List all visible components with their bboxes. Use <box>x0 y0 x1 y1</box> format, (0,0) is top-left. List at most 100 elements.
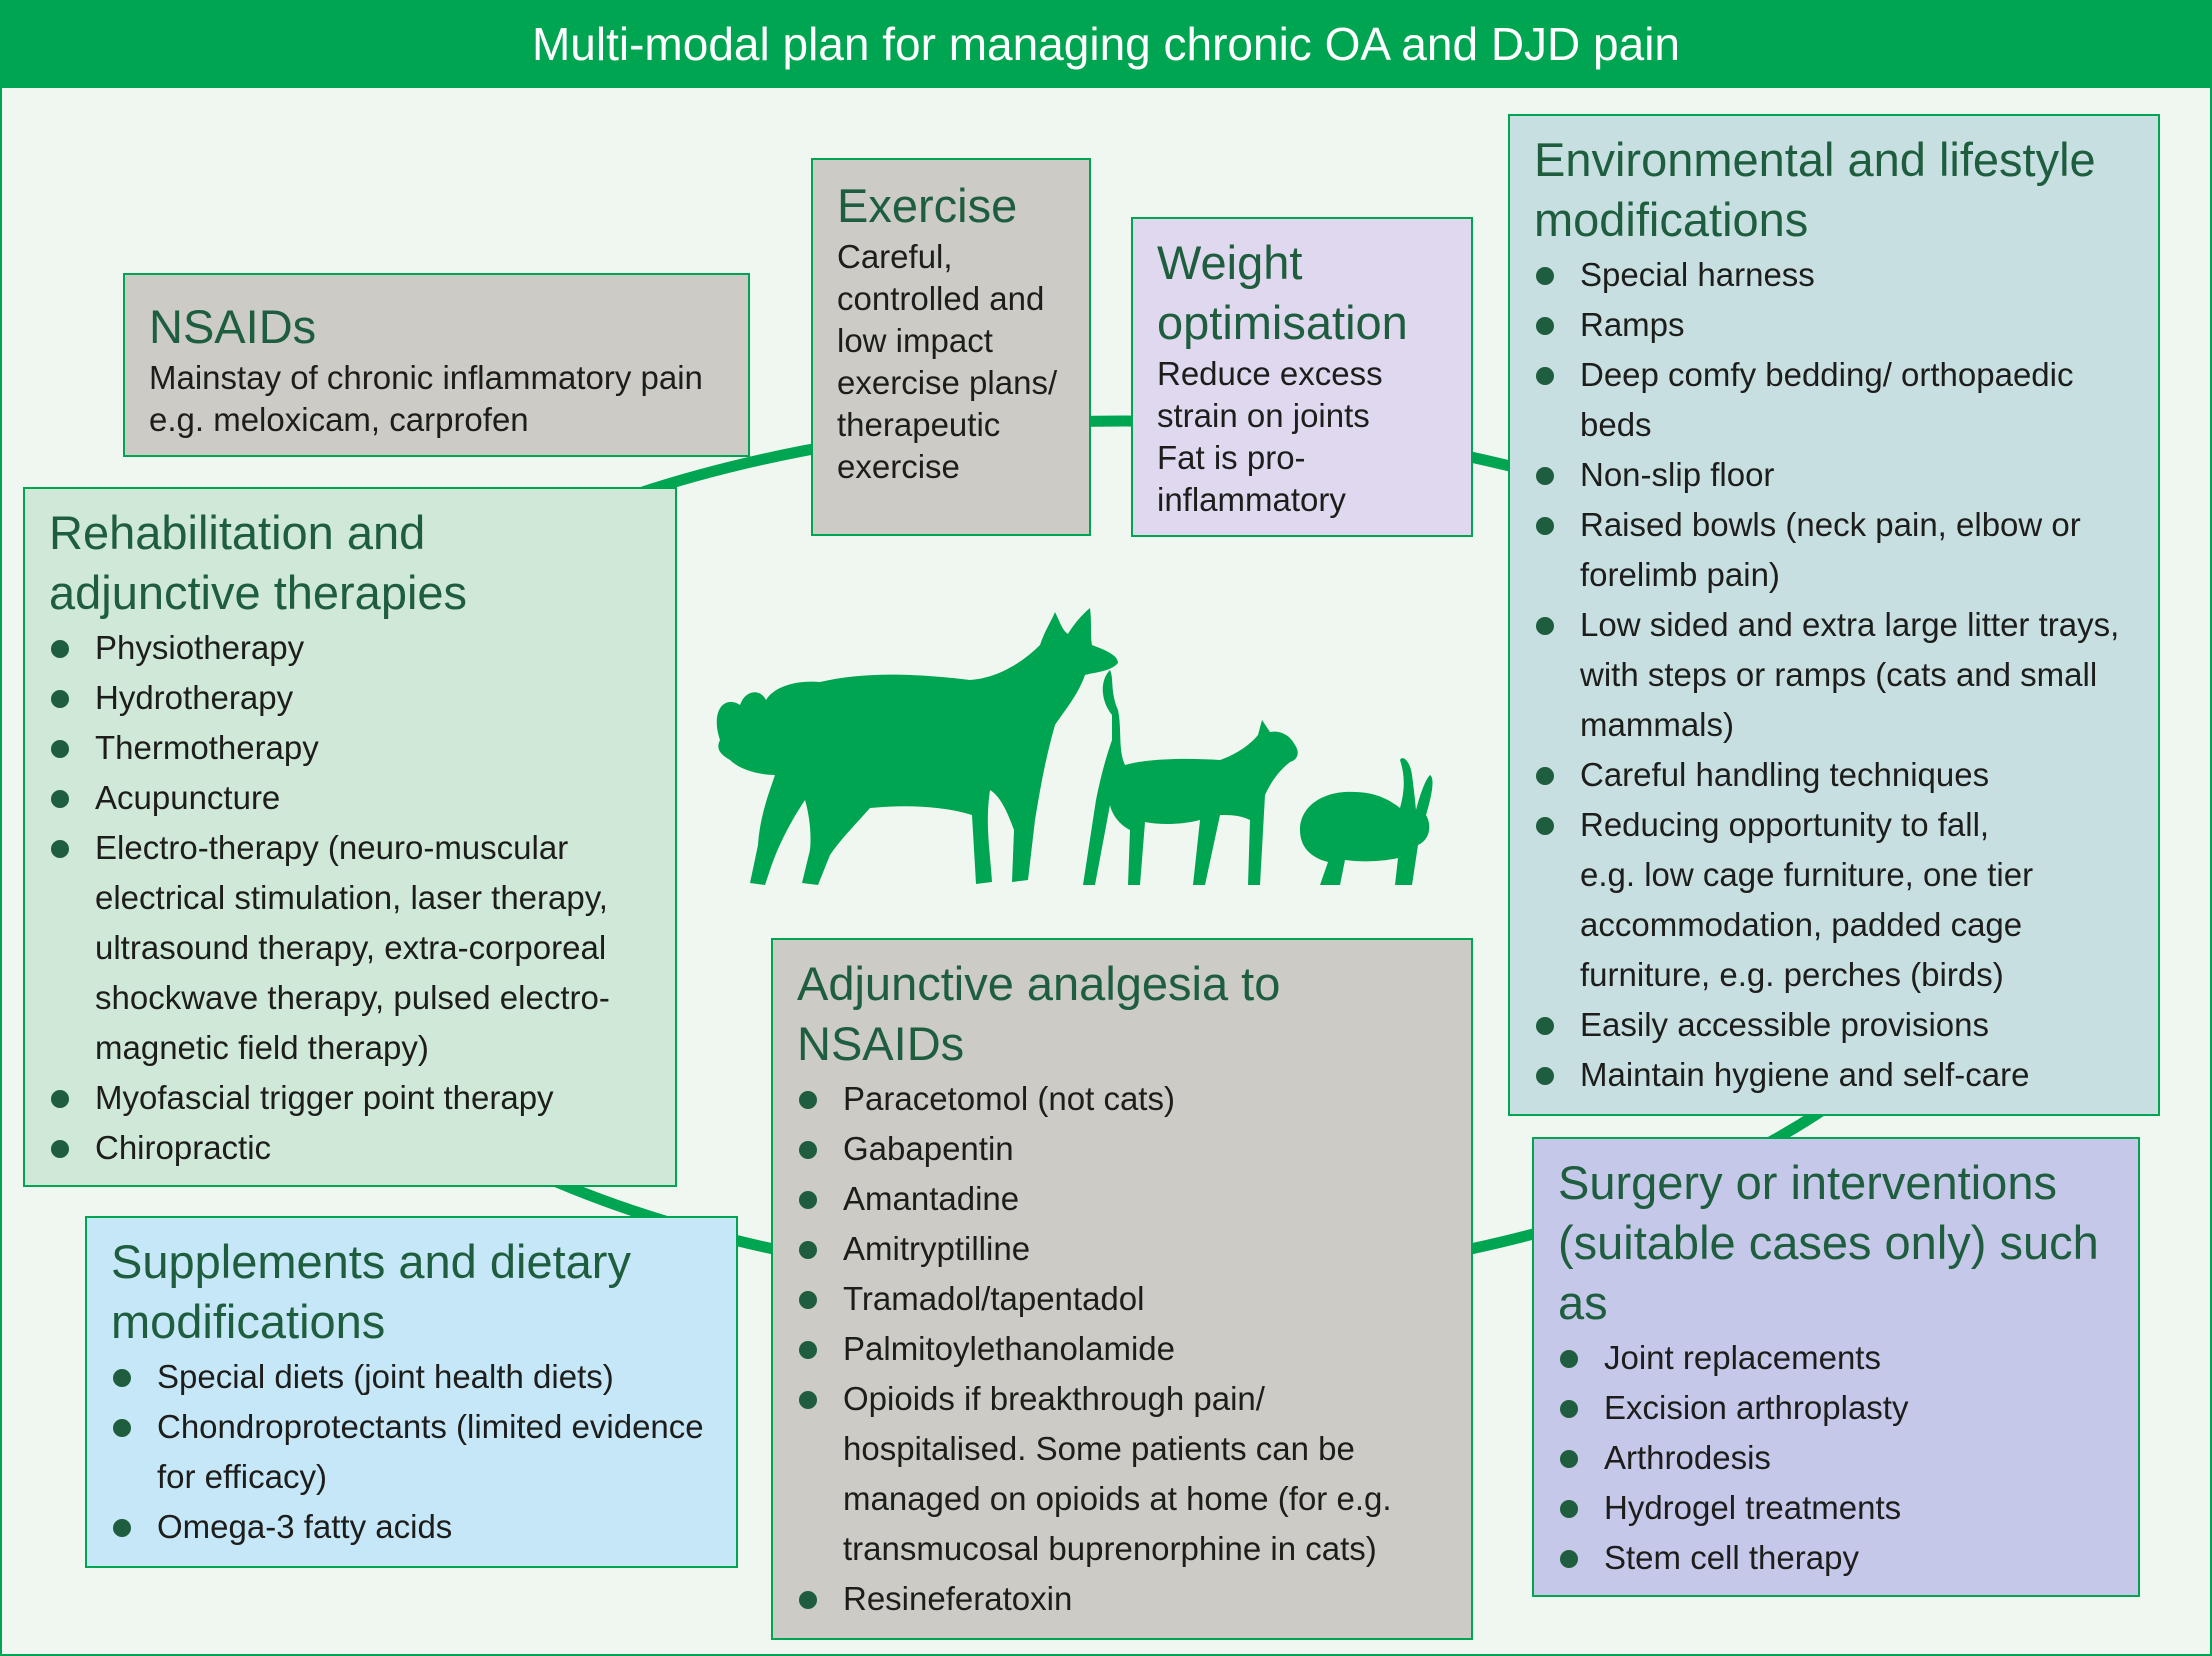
exercise-line: therapeutic <box>837 406 1001 443</box>
list-item-line: Low sided and extra large litter trays, <box>1580 606 2120 643</box>
adjunctive-box: Adjunctive analgesia to NSAIDs Paracetom… <box>771 938 1473 1640</box>
list-item-line: magnetic field therapy) <box>95 1029 429 1066</box>
exercise-line: exercise <box>837 448 960 485</box>
list-item: Raised bowls (neck pain, elbow or forelim… <box>1534 500 2134 600</box>
list-item-line: managed on opioids at home (for e.g. <box>843 1480 1392 1517</box>
environment-title-line: Environmental and lifestyle <box>1534 133 2096 186</box>
exercise-line: exercise plans/ <box>837 364 1058 401</box>
animals-illustration <box>716 608 1433 885</box>
nsaids-body: Mainstay of chronic inflammatory pain e.… <box>149 357 724 441</box>
list-item: Joint replacements <box>1558 1333 2114 1383</box>
adjunctive-title-line: Adjunctive analgesia to <box>797 957 1281 1010</box>
list-item-line: beds <box>1580 406 1652 443</box>
nsaids-line: e.g. meloxicam, carprofen <box>149 401 529 438</box>
list-item: Stem cell therapy <box>1558 1533 2114 1583</box>
list-item: Myofascial trigger point therapy <box>49 1073 651 1123</box>
surgery-box: Surgery or interventions (suitable cases… <box>1532 1137 2140 1597</box>
list-item-line: Omega-3 fatty acids <box>157 1508 453 1545</box>
rabbit-icon <box>1300 758 1433 885</box>
list-item: Gabapentin <box>797 1124 1447 1174</box>
exercise-line: low impact <box>837 322 993 359</box>
weight-title: Weight optimisation <box>1157 233 1447 353</box>
list-item-line: Physiotherapy <box>95 629 305 666</box>
rehab-box: Rehabilitation and adjunctive therapies … <box>23 487 677 1187</box>
nsaids-line: Mainstay of chronic inflammatory pain <box>149 359 703 396</box>
list-item-line: Myofascial trigger point therapy <box>95 1079 554 1116</box>
rehab-title: Rehabilitation and adjunctive therapies <box>49 503 651 623</box>
list-item-line: accommodation, padded cage <box>1580 906 2023 943</box>
surgery-title-line: (suitable cases only) such <box>1558 1216 2099 1269</box>
list-item: Thermotherapy <box>49 723 651 773</box>
list-item: Paracetomol (not cats) <box>797 1074 1447 1124</box>
list-item-line: Arthrodesis <box>1604 1439 1771 1476</box>
list-item-line: Non-slip floor <box>1580 456 1775 493</box>
list-item: Resineferatoxin <box>797 1574 1447 1624</box>
list-item-line: Raised bowls (neck pain, elbow or <box>1580 506 2081 543</box>
list-item: Physiotherapy <box>49 623 651 673</box>
surgery-title-line: Surgery or interventions <box>1558 1156 2057 1209</box>
dog-icon <box>716 608 1118 885</box>
list-item: Maintain hygiene and self-care <box>1534 1050 2134 1100</box>
list-item: Chiropractic <box>49 1123 651 1173</box>
supplements-title: Supplements and dietary modifications <box>111 1232 712 1352</box>
list-item: Hydrogel treatments <box>1558 1483 2114 1533</box>
cat-icon <box>1083 670 1298 885</box>
list-item: Arthrodesis <box>1558 1433 2114 1483</box>
list-item: Easily accessible provisions <box>1534 1000 2134 1050</box>
list-item-line: Careful handling techniques <box>1580 756 1990 793</box>
list-item: Non-slip floor <box>1534 450 2134 500</box>
exercise-box: Exercise Careful, controlled and low imp… <box>811 158 1091 536</box>
list-item-line: Gabapentin <box>843 1130 1014 1167</box>
list-item-line: Chiropractic <box>95 1129 272 1166</box>
list-item: Opioids if breakthrough pain/hospitalise… <box>797 1374 1447 1574</box>
list-item-line: forelimb pain) <box>1580 556 1780 593</box>
list-item-line: Special diets (joint health diets) <box>157 1358 614 1395</box>
list-item-line: ultrasound therapy, extra-corporeal <box>95 929 607 966</box>
weight-title-line: optimisation <box>1157 296 1408 349</box>
list-item-line: Thermotherapy <box>95 729 319 766</box>
list-item-line: Amantadine <box>843 1180 1020 1217</box>
supplements-title-line: modifications <box>111 1295 386 1348</box>
environment-title: Environmental and lifestyle modification… <box>1534 130 2134 250</box>
list-item: Acupuncture <box>49 773 651 823</box>
nsaids-box: NSAIDs Mainstay of chronic inflammatory … <box>123 273 750 457</box>
list-item-line: Amitryptilline <box>843 1230 1031 1267</box>
weight-line: Reduce excess <box>1157 355 1383 392</box>
surgery-title-line: as <box>1558 1276 1608 1329</box>
adjunctive-title: Adjunctive analgesia to NSAIDs <box>797 954 1447 1074</box>
list-item-line: electrical stimulation, laser therapy, <box>95 879 608 916</box>
list-item-line: Joint replacements <box>1604 1339 1881 1376</box>
list-item-line: Stem cell therapy <box>1604 1539 1859 1576</box>
list-item: Careful handling techniques <box>1534 750 2134 800</box>
environment-title-line: modifications <box>1534 193 1809 246</box>
list-item: Omega-3 fatty acids <box>111 1502 712 1552</box>
list-item-line: furniture, e.g. perches (birds) <box>1580 956 2004 993</box>
list-item-line: for efficacy) <box>157 1458 327 1495</box>
weight-line: inflammatory <box>1157 481 1346 518</box>
list-item-line: mammals) <box>1580 706 1734 743</box>
list-item-line: Deep comfy bedding/ orthopaedic <box>1580 356 2074 393</box>
list-item-line: Ramps <box>1580 306 1685 343</box>
list-item-line: Acupuncture <box>95 779 281 816</box>
list-item-line: Paracetomol (not cats) <box>843 1080 1175 1117</box>
list-item-line: Chondroprotectants (limited evidence <box>157 1408 704 1445</box>
list-item: Hydrotherapy <box>49 673 651 723</box>
list-item-line: Hydrogel treatments <box>1604 1489 1902 1526</box>
list-item-line: with steps or ramps (cats and small <box>1580 656 2098 693</box>
rehab-title-line: Rehabilitation and <box>49 506 426 559</box>
list-item: Tramadol/tapentadol <box>797 1274 1447 1324</box>
list-item-line: Hydrotherapy <box>95 679 294 716</box>
title-text: Multi-modal plan for managing chronic OA… <box>531 18 1681 70</box>
exercise-body: Careful, controlled and low impact exerc… <box>837 236 1065 488</box>
list-item: Amantadine <box>797 1174 1447 1224</box>
exercise-line: controlled and <box>837 280 1045 317</box>
diagram-title: Multi-modal plan for managing chronic OA… <box>0 0 2212 88</box>
adjunctive-title-line: NSAIDs <box>797 1017 965 1070</box>
rehab-title-line: adjunctive therapies <box>49 566 468 619</box>
list-item: Amitryptilline <box>797 1224 1447 1274</box>
